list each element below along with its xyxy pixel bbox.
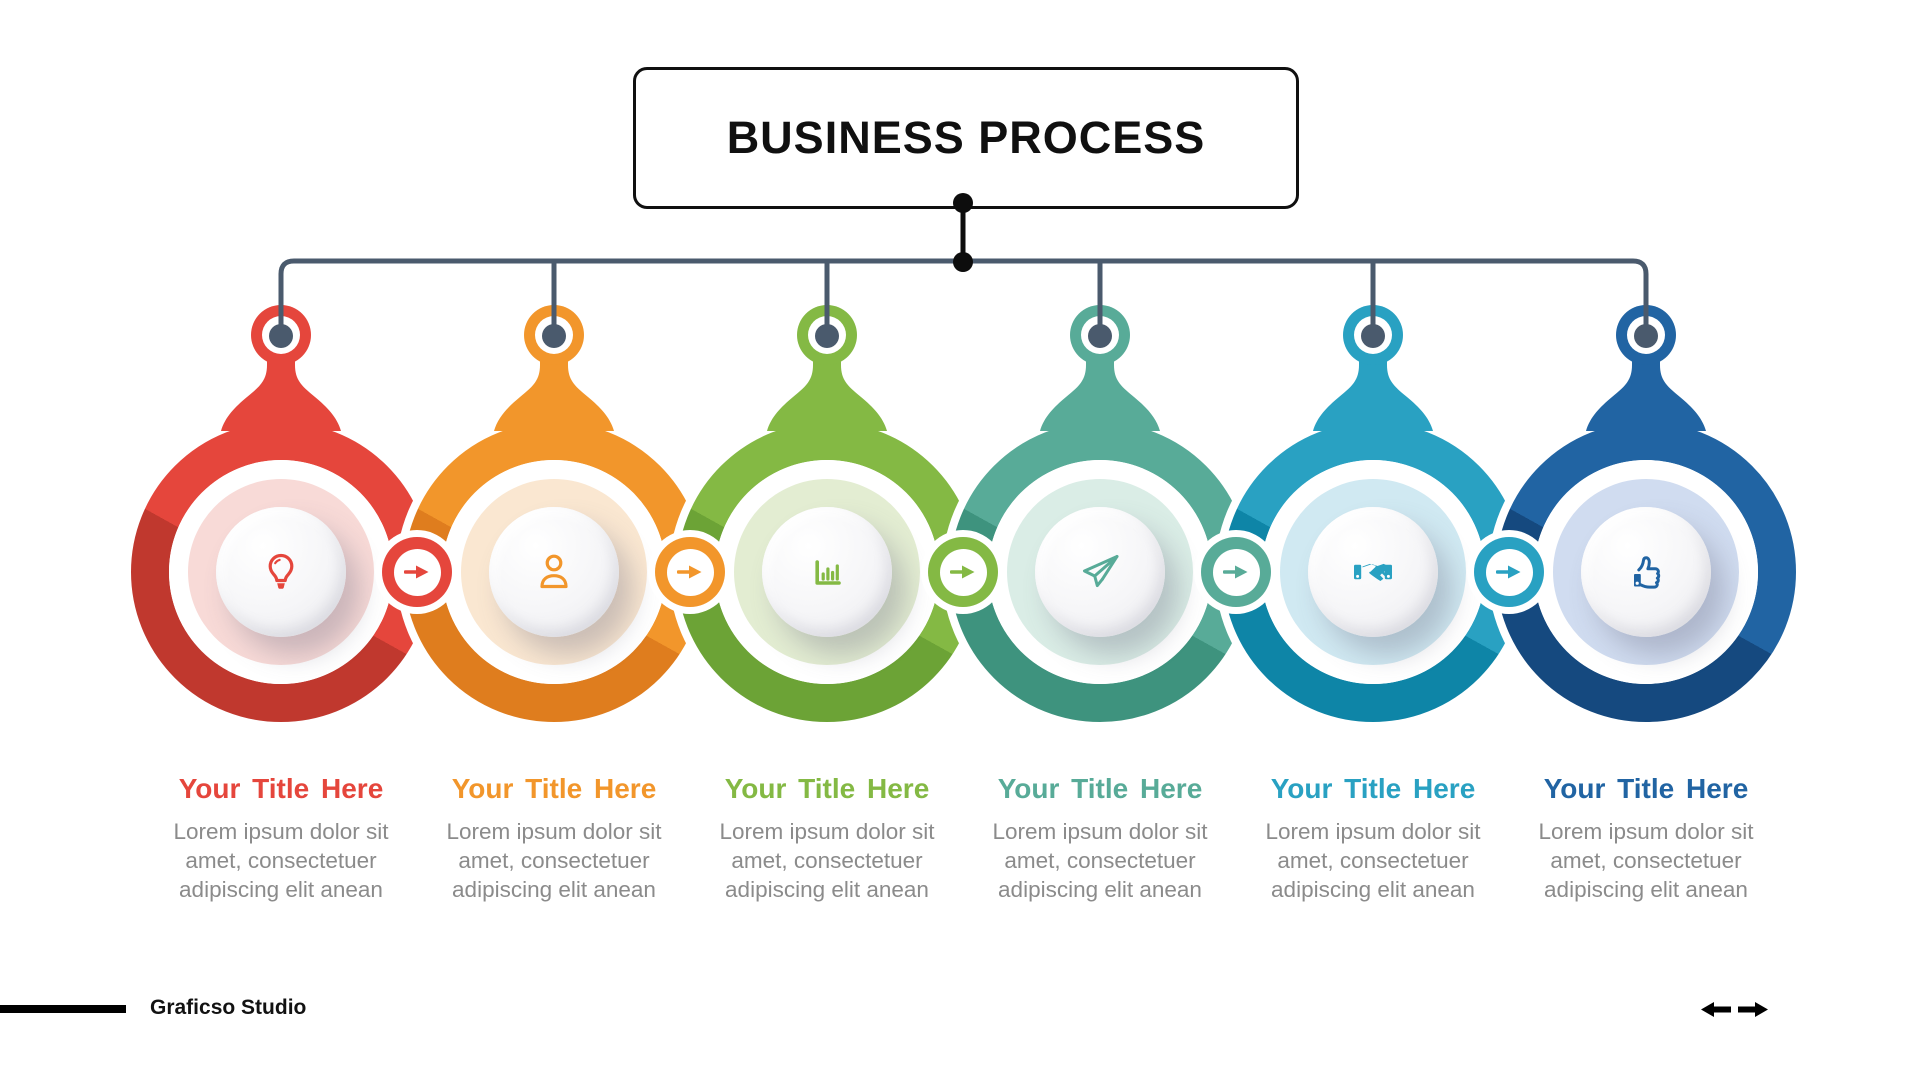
step-ring	[1488, 305, 1804, 725]
step-arrow-badge-4	[1194, 530, 1278, 614]
step-icon-disc	[762, 507, 892, 637]
slide-nav	[1701, 1002, 1768, 1017]
step-icon-disc	[1035, 507, 1165, 637]
title-box: BUSINESS PROCESS	[633, 67, 1299, 209]
paper-plane-icon	[1083, 555, 1119, 588]
step-title: Your Title Here	[178, 773, 384, 804]
right-arrow-icon	[404, 565, 429, 579]
step-icon-disc	[1308, 507, 1438, 637]
step-description: Lorem ipsum dolor sit amet, consectetuer…	[446, 819, 662, 902]
step-arrow-badge-5	[1467, 530, 1551, 614]
footer-rule	[0, 1005, 126, 1013]
step-description: Lorem ipsum dolor sit amet, consectetuer…	[1538, 819, 1754, 902]
page-title: BUSINESS PROCESS	[726, 112, 1206, 163]
process-step-4: Your Title Here Lorem ipsum dolor sit am…	[930, 245, 1270, 945]
right-arrow-icon	[1496, 565, 1521, 579]
process-step-6: Your Title Here Lorem ipsum dolor sit am…	[1476, 245, 1816, 945]
process-step-1: Your Title Here Lorem ipsum dolor sit am…	[111, 245, 451, 945]
step-title: Your Title Here	[451, 773, 657, 804]
step-title: Your Title Here	[724, 773, 930, 804]
bar-chart-icon	[815, 560, 841, 585]
lightbulb-icon	[268, 553, 294, 589]
person-icon	[540, 554, 568, 589]
step-title: Your Title Here	[1270, 773, 1476, 804]
right-arrow-icon	[950, 565, 975, 579]
step-description: Lorem ipsum dolor sit amet, consectetuer…	[719, 819, 935, 902]
step-icon-disc	[1581, 507, 1711, 637]
right-arrow-icon	[1223, 565, 1248, 579]
thumbs-up-icon	[1634, 556, 1661, 589]
step-description: Lorem ipsum dolor sit amet, consectetuer…	[1265, 819, 1481, 902]
process-step-2: Your Title Here Lorem ipsum dolor sit am…	[384, 245, 724, 945]
step-title: Your Title Here	[997, 773, 1203, 804]
right-arrow-icon	[677, 565, 702, 579]
step-title: Your Title Here	[1543, 773, 1749, 804]
step-arrow-badge-3	[921, 530, 1005, 614]
step-description: Lorem ipsum dolor sit amet, consectetuer…	[173, 819, 389, 902]
next-arrow-icon[interactable]	[1738, 1002, 1768, 1017]
step-description: Lorem ipsum dolor sit amet, consectetuer…	[992, 819, 1208, 902]
step-arrow-badge-1	[375, 530, 459, 614]
handshake-icon	[1354, 563, 1392, 581]
prev-arrow-icon[interactable]	[1701, 1002, 1731, 1017]
step-icon-disc	[216, 507, 346, 637]
step-arrow-badge-2	[648, 530, 732, 614]
step-icon-disc	[489, 507, 619, 637]
brand-name: Graficso Studio	[150, 996, 307, 1019]
